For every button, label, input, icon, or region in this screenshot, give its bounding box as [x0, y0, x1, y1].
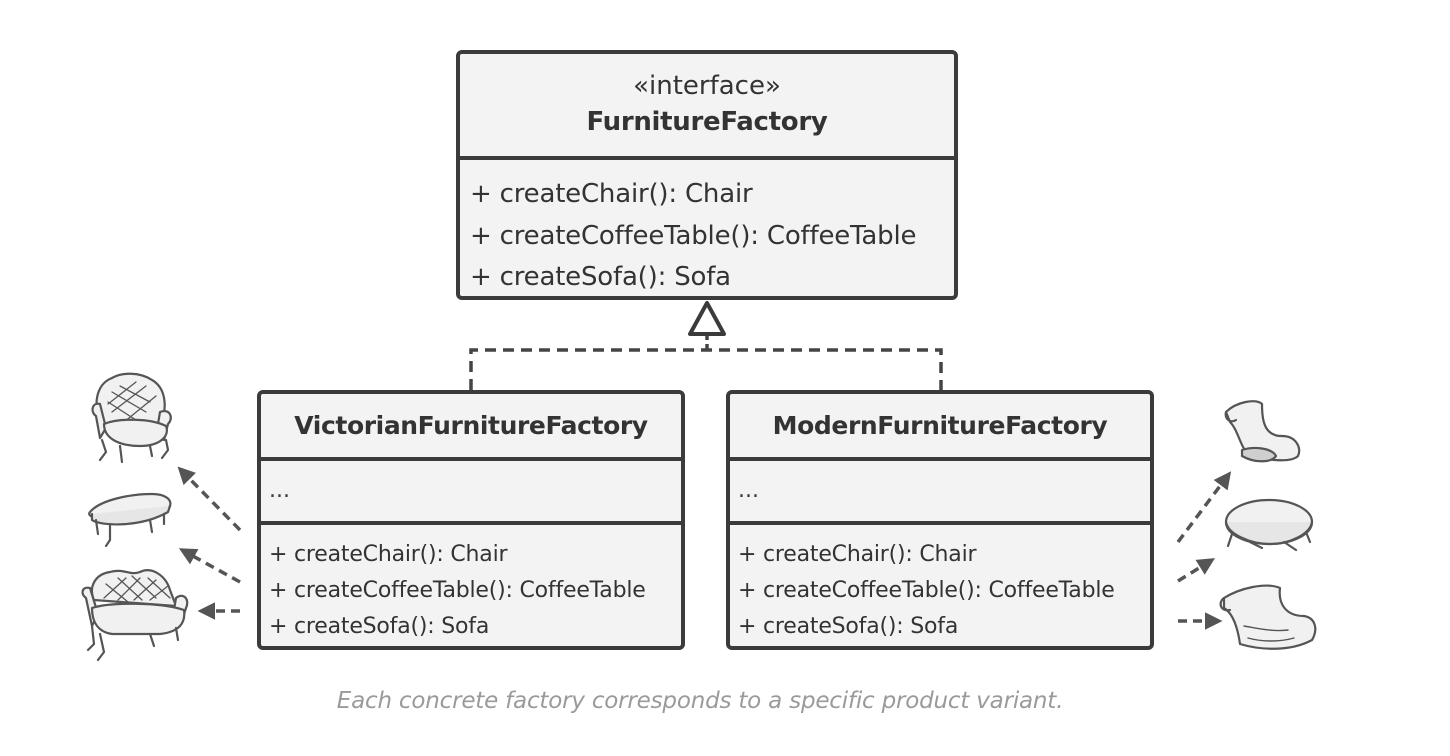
modern-class-name: ModernFurnitureFactory: [772, 410, 1108, 440]
victorian-class-name: VictorianFurnitureFactory: [294, 410, 648, 440]
modern-fields: ...: [730, 457, 1150, 521]
victorian-title-section: VictorianFurnitureFactory: [261, 394, 681, 457]
realization-arrowhead: [688, 301, 726, 336]
method-create-coffee-table: + createCoffeeTable(): CoffeeTable: [738, 578, 1115, 603]
realization-connector: [469, 301, 943, 390]
method-create-coffee-table: + createCoffeeTable(): CoffeeTable: [470, 220, 917, 251]
class-victorian-furniture-factory: VictorianFurnitureFactory ... + createCh…: [257, 390, 685, 650]
method-create-sofa: + createSofa(): Sofa: [470, 262, 731, 292]
victorian-armchair-icon: [91, 372, 172, 464]
class-modern-furniture-factory: ModernFurnitureFactory ... + createChair…: [726, 390, 1154, 650]
method-create-chair: + createChair(): Chair: [738, 542, 977, 567]
modern-sofa-icon: [1219, 584, 1317, 650]
modern-chair-icon: [1224, 400, 1301, 463]
interface-methods: + createChair(): Chair + createCoffeeTab…: [460, 156, 954, 296]
modern-product-arrows: [1176, 471, 1232, 630]
victorian-methods: + createChair(): Chair + createCoffeeTab…: [261, 521, 681, 645]
figure-caption: Each concrete factory corresponds to a s…: [336, 688, 1064, 714]
method-create-coffee-table: + createCoffeeTable(): CoffeeTable: [269, 578, 646, 603]
method-create-chair: + createChair(): Chair: [269, 542, 508, 567]
victorian-fields: ...: [261, 457, 681, 521]
stereotype-label: «interface»: [633, 71, 781, 101]
victorian-sofa-icon: [81, 569, 189, 662]
method-create-chair: + createChair(): Chair: [470, 179, 753, 209]
victorian-coffee-table-icon: [88, 492, 172, 548]
method-create-sofa: + createSofa(): Sofa: [269, 614, 490, 639]
modern-coffee-table-icon: [1224, 498, 1314, 552]
interface-furniture-factory: «interface» FurnitureFactory + createCha…: [456, 50, 958, 300]
modern-methods: + createChair(): Chair + createCoffeeTab…: [730, 521, 1150, 645]
victorian-product-arrows: [177, 466, 242, 620]
interface-name: FurnitureFactory: [586, 107, 828, 137]
method-create-sofa: + createSofa(): Sofa: [738, 614, 959, 639]
modern-title-section: ModernFurnitureFactory: [730, 394, 1150, 457]
interface-title-section: «interface» FurnitureFactory: [460, 54, 954, 156]
